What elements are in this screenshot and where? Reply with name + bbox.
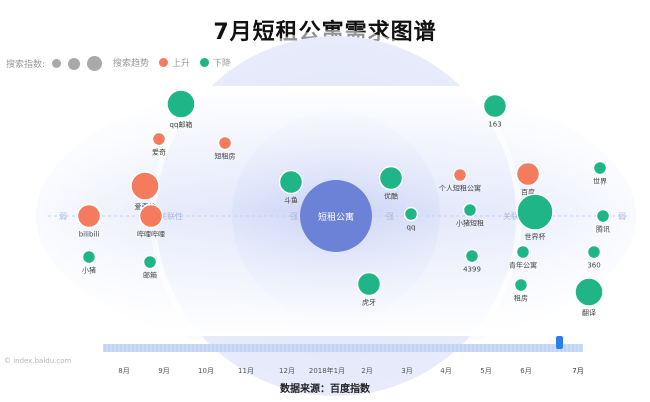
bubble-邮箱[interactable] bbox=[142, 254, 158, 270]
bubble-360[interactable] bbox=[586, 244, 602, 260]
bubble-爱奇[interactable] bbox=[151, 131, 167, 147]
bubble-虎牙[interactable] bbox=[356, 271, 382, 297]
timeline-tick[interactable]: 12月 bbox=[279, 367, 295, 375]
bubble-label: bilibili bbox=[79, 231, 100, 239]
bubble-label: qq邮箱 bbox=[170, 120, 193, 129]
bubble-label: 虎牙 bbox=[362, 298, 376, 307]
data-source: 数据来源：百度指数 bbox=[280, 384, 370, 395]
timeline-tick[interactable]: 8月 bbox=[118, 367, 129, 375]
ring-label: 关联性 bbox=[503, 211, 527, 221]
bubble-斗鱼[interactable] bbox=[278, 169, 304, 195]
bubble-163[interactable] bbox=[482, 93, 508, 119]
legend-down-label[interactable]: 下降 bbox=[213, 59, 232, 69]
ring-label: 强 bbox=[290, 212, 298, 221]
ring-label: 关联性 bbox=[159, 211, 183, 221]
bubble-租房[interactable] bbox=[513, 277, 529, 293]
bubble-label: qq bbox=[407, 224, 416, 232]
bubble-bilibili[interactable] bbox=[76, 203, 102, 229]
bubble-label: 租房 bbox=[514, 294, 528, 303]
bubble-label: 世界 bbox=[593, 177, 607, 186]
bubble-label: 小猪短租 bbox=[456, 219, 484, 228]
bubble-个人短租公寓[interactable] bbox=[452, 167, 468, 183]
bubble-label: 个人短租公寓 bbox=[439, 184, 481, 193]
ring-label: 弱 bbox=[59, 212, 67, 221]
legend-down-dot[interactable] bbox=[200, 58, 210, 67]
bubble-青年公寓[interactable] bbox=[515, 244, 531, 260]
bubble-label: 小猪 bbox=[82, 266, 96, 275]
timeline-track[interactable] bbox=[103, 344, 583, 352]
bubble-label: 爱奇 bbox=[152, 148, 166, 157]
bubble-小猪短租[interactable] bbox=[462, 202, 478, 218]
bubble-label: 邮箱 bbox=[143, 271, 157, 280]
timeline-tick[interactable]: 11月 bbox=[238, 367, 254, 375]
timeline-tick[interactable]: 7月 bbox=[572, 367, 583, 375]
center-label: 短租公寓 bbox=[318, 211, 354, 223]
watermark: © index.baidu.com bbox=[4, 357, 72, 365]
bubble-label: 腾讯 bbox=[596, 225, 610, 234]
bubble-短租房[interactable] bbox=[217, 135, 233, 151]
bubble-label: 短租房 bbox=[215, 152, 236, 161]
legend-size-large bbox=[87, 56, 103, 71]
bubble-爱奇艺[interactable] bbox=[130, 171, 160, 201]
bubble-label: 优酷 bbox=[384, 192, 398, 201]
bubble-label: 世界杯 bbox=[525, 232, 546, 241]
bubble-4399[interactable] bbox=[464, 248, 480, 264]
bubble-世界[interactable] bbox=[592, 160, 608, 176]
timeline-tick[interactable]: 6月 bbox=[520, 367, 531, 375]
timeline-tick[interactable]: 10月 bbox=[198, 367, 214, 375]
legend-up-label[interactable]: 上升 bbox=[172, 59, 191, 69]
bubble-腾讯[interactable] bbox=[595, 208, 611, 224]
timeline-tick[interactable]: 9月 bbox=[158, 367, 169, 375]
legend-size: 搜索指数: bbox=[6, 56, 103, 71]
legend-trend: 搜索趋势 上升 下降 bbox=[113, 56, 231, 69]
bubble-百度[interactable] bbox=[515, 161, 541, 187]
bubble-翻译[interactable] bbox=[574, 277, 604, 307]
timeline-tick[interactable]: 4月 bbox=[440, 367, 451, 375]
timeline-tick[interactable]: 3月 bbox=[401, 367, 412, 375]
bubble-label: 百度 bbox=[521, 188, 535, 197]
bubble-label: 青年公寓 bbox=[509, 261, 537, 270]
bubble-label: 360 bbox=[587, 262, 600, 270]
bubble-qq邮箱[interactable] bbox=[166, 89, 196, 119]
legend-up-dot[interactable] bbox=[159, 58, 169, 67]
legend-trend-label: 搜索趋势 bbox=[113, 59, 150, 69]
legend-size-small bbox=[52, 59, 62, 68]
legend-size-medium bbox=[68, 57, 81, 70]
bubble-qq[interactable] bbox=[403, 206, 419, 222]
timeline-tick[interactable]: 2月 bbox=[361, 367, 372, 375]
bubble-哔哩哔哩[interactable] bbox=[138, 203, 164, 229]
bubble-优酷[interactable] bbox=[378, 165, 404, 191]
center-bubble[interactable] bbox=[300, 180, 372, 252]
bubble-label: 哔哩哔哩 bbox=[137, 230, 165, 239]
bubble-世界杯[interactable] bbox=[516, 193, 554, 231]
bubble-label: 4399 bbox=[463, 266, 481, 274]
ring-label: 强 bbox=[386, 212, 394, 221]
ring-label: 弱 bbox=[618, 212, 626, 221]
timeline-tick[interactable]: 2018年1月 bbox=[309, 366, 345, 375]
timeline-tick[interactable]: 5月 bbox=[480, 367, 491, 375]
timeline-handle[interactable] bbox=[556, 336, 563, 349]
bubble-label: 斗鱼 bbox=[284, 196, 298, 205]
bubble-label: 163 bbox=[488, 121, 501, 129]
bubble-小猪[interactable] bbox=[81, 249, 97, 265]
legend-size-label: 搜索指数: bbox=[6, 60, 46, 70]
bubble-label: 翻译 bbox=[582, 308, 596, 317]
